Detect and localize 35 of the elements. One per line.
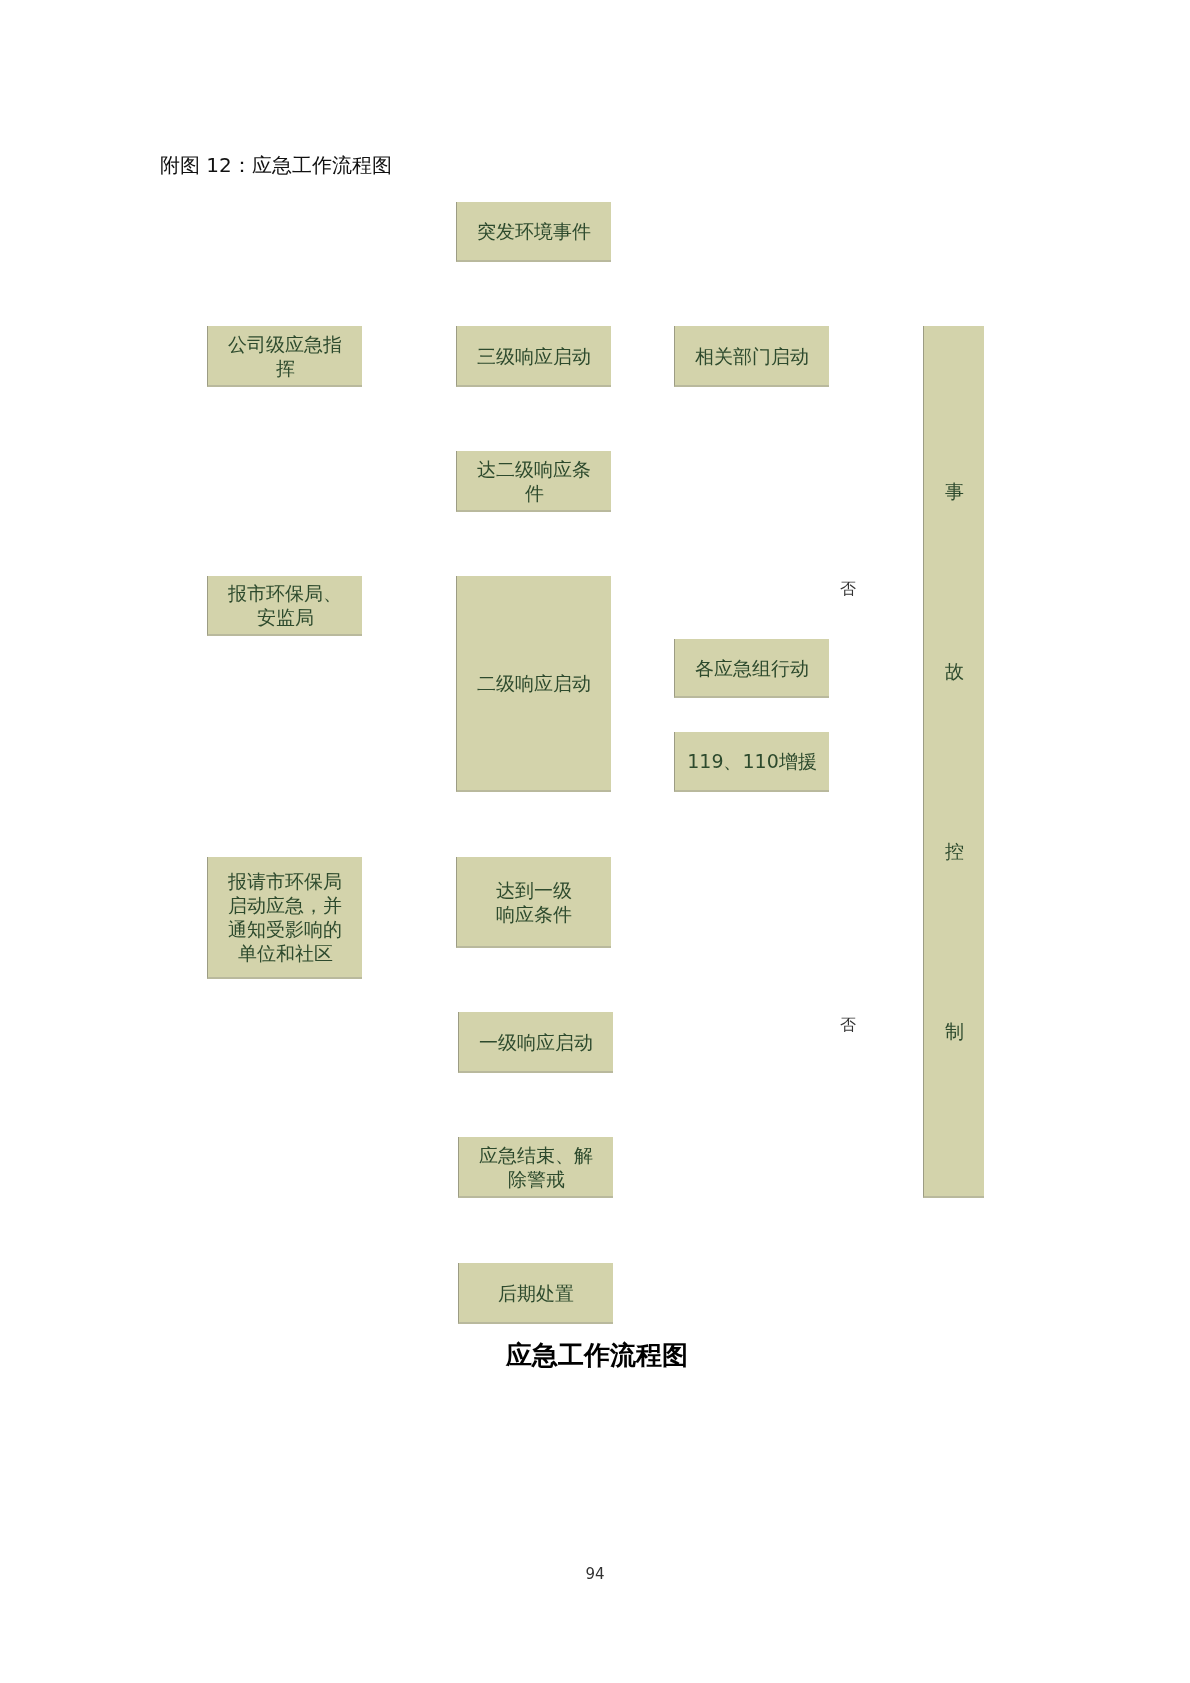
- box-text: 报请市环保局启动应急，并通知受影响的单位和社区: [227, 869, 343, 965]
- process-box: [674, 639, 829, 698]
- figure-caption: 应急工作流程图: [506, 1339, 688, 1372]
- figure-title: 附图 12：应急工作流程图: [160, 152, 392, 179]
- box-text: 突发环境事件: [477, 219, 591, 243]
- process-box: [674, 732, 829, 792]
- process-box: [456, 857, 611, 948]
- process-box: [458, 1263, 613, 1324]
- box-text: 三级响应启动: [477, 343, 591, 368]
- box-text: 相关部门启动: [695, 343, 809, 368]
- tall-process-box: [923, 326, 984, 1198]
- process-box: [458, 1137, 613, 1198]
- branch-label: 否: [840, 1014, 856, 1036]
- process-box: [456, 576, 611, 792]
- branch-label: 否: [840, 578, 856, 600]
- box-text: 后期处置: [498, 1280, 574, 1305]
- box-text: 119、110增援: [687, 749, 817, 773]
- box-text: 二级响应启动: [477, 671, 591, 695]
- vertical-box-text: 事故控制: [944, 479, 964, 1044]
- box-text: 一级响应启动: [479, 1029, 593, 1054]
- process-box: [456, 451, 611, 512]
- box-text: 应急结束、解除警戒: [478, 1142, 594, 1191]
- process-box: [674, 326, 829, 387]
- box-text: 达到一级响应条件: [495, 877, 573, 926]
- process-box: [458, 1012, 613, 1073]
- process-box: [456, 326, 611, 387]
- process-box: [207, 857, 362, 979]
- box-text: 达二级响应条件: [476, 456, 592, 505]
- box-text: 报市环保局、安监局: [227, 581, 343, 629]
- box-text: 公司级应急指挥: [227, 331, 343, 380]
- page-number: 94: [585, 1565, 605, 1583]
- process-box: [207, 576, 362, 636]
- process-box: [456, 202, 611, 262]
- process-box: [207, 326, 362, 387]
- box-text: 各应急组行动: [695, 655, 809, 680]
